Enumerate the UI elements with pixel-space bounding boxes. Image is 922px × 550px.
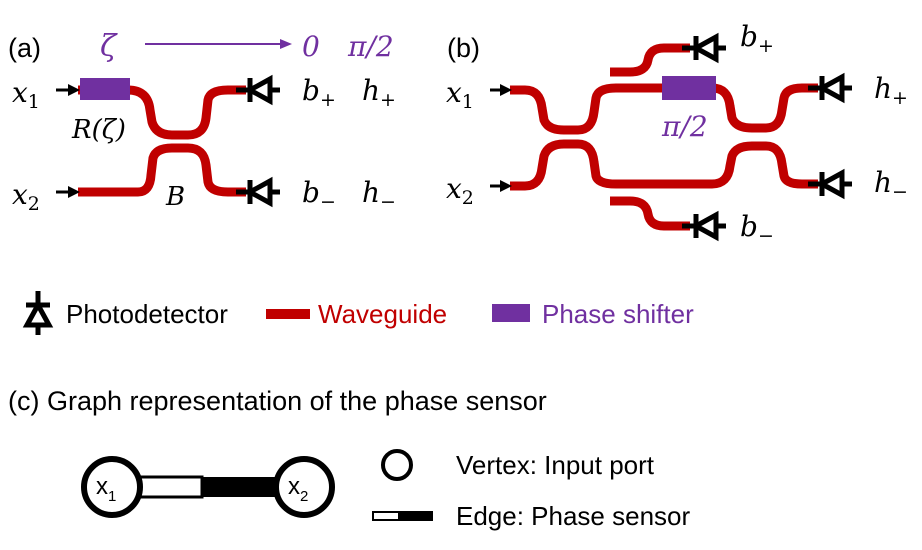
arrow-icon [56,84,80,96]
a-h-plus-label: h+ [362,74,396,111]
beamsplitter-label: B [165,182,185,212]
b-x2-label: x2 [446,172,474,209]
photodetector-icon [26,291,50,335]
vertex-x2-label: x2 [288,473,308,505]
arrow-icon [490,84,512,96]
edge-icon [136,475,278,499]
photodetector-icon [236,180,280,204]
a-b-plus-label: b+ [302,74,336,111]
waveguide-b-bottom-tap [610,196,690,231]
photodetector-icon [682,214,726,238]
pi2-phase-shifter [662,76,716,100]
rotation-label: R(ζ) [71,115,126,145]
circle-vertex-icon [381,449,413,481]
b-h-plus-label: h+ [874,72,908,109]
arrow-icon [490,180,512,192]
legend-photodetector: Photodetector [66,299,228,329]
waveguide-a-top [78,85,246,140]
panel-a: (a) ζ 0 π/2 x1 x2 R(ζ) B b+ h+ b− [8,29,396,215]
photodetector-icon [808,76,852,100]
edge-icon [372,511,433,521]
panel-c: (c) Graph representation of the phase se… [8,386,690,531]
sweep-zero-label: 0 [302,30,320,63]
panel-b-label: (b) [447,33,480,63]
b-x1-label: x1 [446,76,474,113]
b-b-plus-label: b+ [740,20,774,57]
legend: Photodetector Waveguide Phase shifter [26,291,694,335]
legend-phase-shifter: Phase shifter [542,299,694,329]
a-b-minus-label: b− [302,176,336,213]
legend-phase-shifter-swatch [492,304,530,322]
waveguide-a-bottom [78,143,246,197]
waveguide-b-top-tap [610,43,690,77]
zeta-label: ζ [100,29,118,64]
photodetector-icon [682,36,726,60]
rotation-phase-shifter [80,78,130,100]
photodetector-icon [808,172,852,196]
panel-c-title: (c) Graph representation of the phase se… [8,386,547,416]
a-h-minus-label: h− [362,176,396,213]
photodetector-icon [236,78,280,102]
sweep-arrow-icon [145,39,292,49]
waveguide-b-bottom [510,139,818,191]
panel-b: (b) π/2 x1 x2 b+ h+ h− b− [446,20,908,247]
edge-legend: Edge: Phase sensor [456,501,690,531]
b-b-minus-label: b− [740,210,774,247]
panel-a-label: (a) [8,33,41,63]
b-phase-label: π/2 [661,110,708,143]
legend-waveguide-swatch [266,309,310,319]
a-x2-label: x2 [12,178,40,215]
legend-waveguide: Waveguide [318,299,447,329]
a-x1-label: x1 [12,76,40,113]
arrow-icon [56,186,80,198]
vertex-legend: Vertex: Input port [456,450,655,480]
b-h-minus-label: h− [874,166,908,203]
sweep-pi2-label: π/2 [347,30,394,63]
circle-vertex-icon [81,456,143,518]
circle-vertex-icon [273,456,335,518]
vertex-x1-label: x1 [96,473,116,505]
